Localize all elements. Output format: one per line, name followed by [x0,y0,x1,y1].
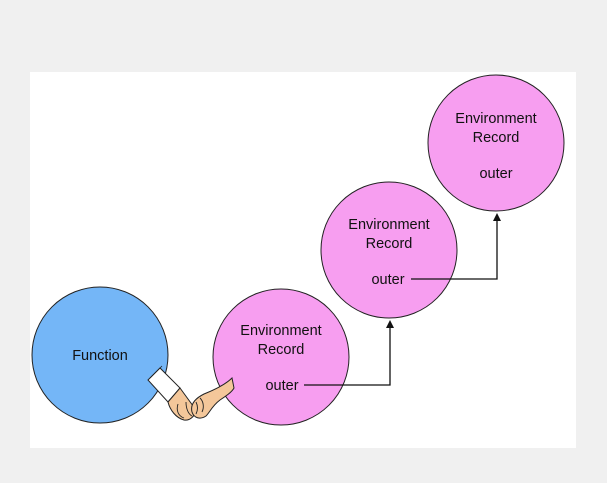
environment-record-2: Environment Record outer [320,181,458,319]
holding-hands-icon [147,365,235,421]
env-record-3-outer-label: outer [479,166,512,182]
env-record-3-title-line2: Record [473,130,520,146]
env-record-2-title-line2: Record [366,236,413,252]
env-record-3-title-line1: Environment [455,111,536,127]
env-record-2-outer-label: outer [371,272,404,288]
env-record-2-title-line1: Environment [348,217,429,233]
environment-record-3: Environment Record outer [427,74,565,212]
env-record-1-title-line2: Record [258,342,305,358]
outer-arrow-1 [304,320,394,386]
outer-arrow-2 [411,213,501,280]
env-record-1-outer-label: outer [265,378,298,394]
environment-record-1: Environment Record outer [212,288,350,426]
function-node: Function [31,286,169,424]
function-label: Function [72,348,128,364]
env-record-1-title-line1: Environment [240,323,321,339]
